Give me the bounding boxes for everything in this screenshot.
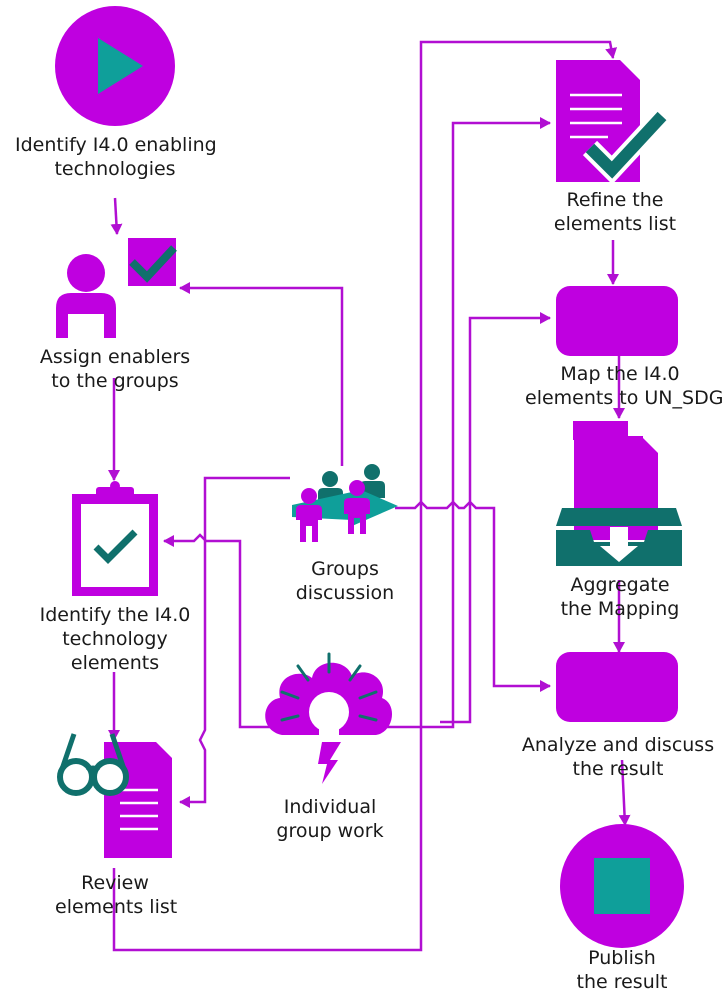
label-line: group work xyxy=(276,820,384,842)
label-line: the result xyxy=(572,758,664,780)
label-groups-discussion: Groups discussion xyxy=(290,557,400,605)
label-map-elements: Map the I4.0 elements to UN_SDGs xyxy=(525,362,722,410)
connector-groups-to-analyze xyxy=(395,500,551,692)
label-line: elements to UN_SDGs xyxy=(525,387,722,409)
label-line: Publish xyxy=(588,947,656,969)
clipboard-check-icon xyxy=(72,481,158,596)
label-line: elements list xyxy=(553,213,677,235)
label-line: elements list xyxy=(55,896,178,918)
connector-groups-to-identify xyxy=(179,476,290,808)
lightbulb-brain-icon xyxy=(265,652,393,784)
connector-start-to-assign xyxy=(110,197,123,235)
label-line: Groups xyxy=(311,558,379,580)
label-line: discussion xyxy=(295,582,395,604)
connector-individual-to-identify xyxy=(163,533,272,729)
label-line: Identify I4.0 enabling xyxy=(15,134,217,156)
label-line: the Mapping xyxy=(560,598,680,620)
inbox-document-icon xyxy=(556,421,682,566)
label-line: Review xyxy=(81,872,149,894)
label-line: elements xyxy=(70,652,160,674)
label-line: Analyze and discuss xyxy=(521,734,715,756)
start-play-icon xyxy=(55,6,175,126)
label-publish-result: Publish the result xyxy=(562,946,682,994)
document-check-icon xyxy=(556,60,670,185)
connector-review-to-refine xyxy=(112,40,618,952)
label-analyze-result: Analyze and discuss the result xyxy=(518,733,718,781)
connector-individual-to-map xyxy=(440,312,551,724)
glasses-document-icon xyxy=(57,733,172,858)
stop-square-icon xyxy=(560,824,684,948)
label-identify-enablers: Identify I4.0 enabling technologies xyxy=(15,133,217,181)
label-refine-list: Refine the elements list xyxy=(545,188,685,236)
connector-individual-to-refine xyxy=(383,117,551,729)
label-line: technologies xyxy=(54,158,176,180)
label-line: Map the I4.0 xyxy=(560,363,680,385)
connector-analyze-to-publish xyxy=(618,759,631,826)
label-aggregate-mapping: Aggregate the Mapping xyxy=(555,573,685,621)
label-line: Refine the xyxy=(566,189,664,211)
process-box-icon xyxy=(556,286,678,356)
label-individual-work: Individual group work xyxy=(270,795,390,843)
label-line: the result xyxy=(576,971,668,993)
label-assign-enablers: Assign enablers to the groups xyxy=(25,345,205,393)
connector-groups-to-assign xyxy=(179,282,344,466)
label-identify-elements: Identify the I4.0 technology elements xyxy=(20,603,210,675)
connectors xyxy=(108,40,631,952)
person-check-icon xyxy=(56,238,177,338)
label-line: Assign enablers xyxy=(39,346,191,368)
analyze-process-box-icon xyxy=(556,652,678,722)
label-line: technology xyxy=(62,628,168,650)
label-line: Aggregate xyxy=(570,574,670,596)
label-line: Identify the I4.0 xyxy=(39,604,191,626)
label-line: Individual xyxy=(283,796,377,818)
team-icon xyxy=(292,464,398,542)
label-line: to the groups xyxy=(51,370,179,392)
label-review-list: Review elements list xyxy=(55,871,178,919)
